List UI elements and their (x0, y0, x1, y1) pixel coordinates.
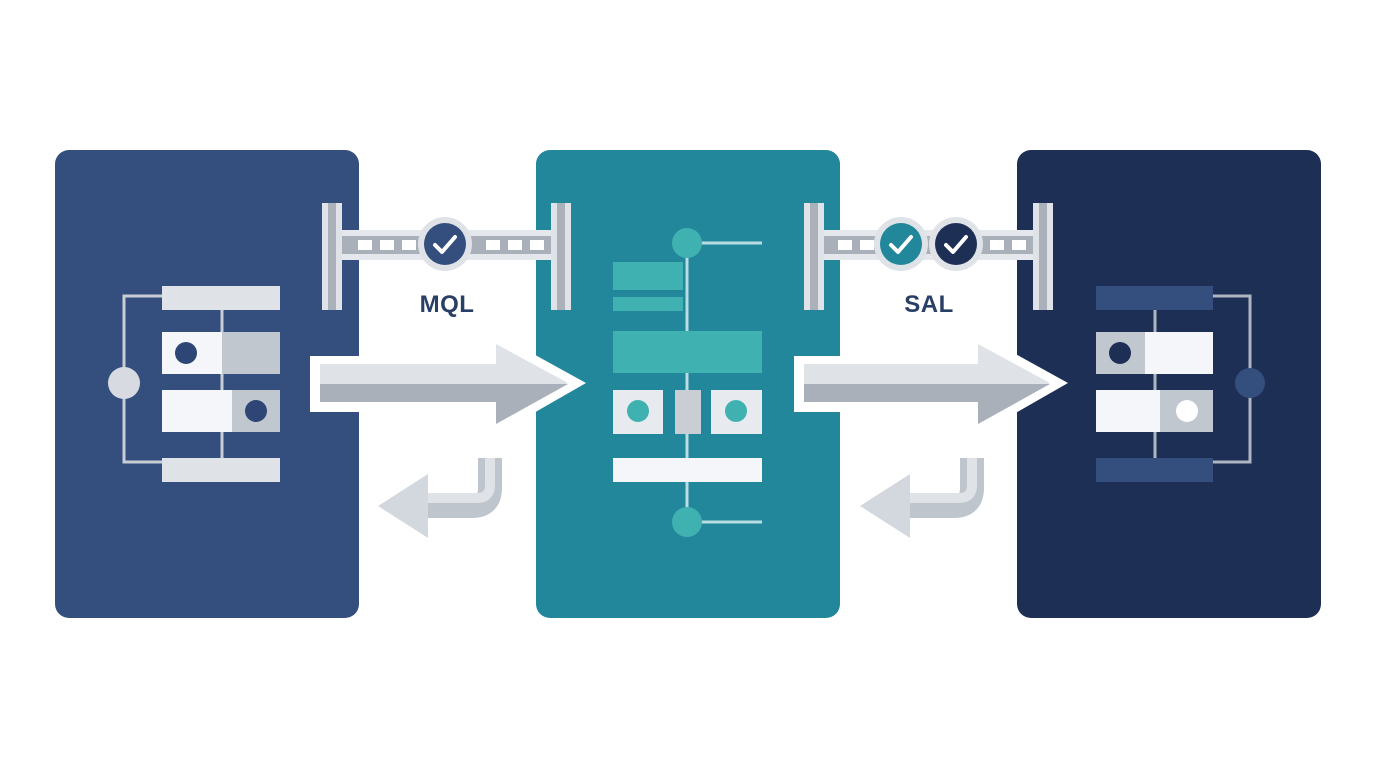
check-icon (929, 217, 983, 271)
forward-arrow-icon (794, 330, 1068, 438)
stage-card-left (55, 150, 359, 618)
check-icon (418, 217, 472, 271)
stage-card-right (1017, 150, 1321, 618)
gate-mql: MQL (322, 203, 571, 318)
gate-label-mql: MQL (420, 291, 475, 318)
stage-2-block-2 (613, 297, 683, 311)
stage-2-block-1 (613, 262, 683, 290)
gate-label-sal: SAL (904, 291, 954, 318)
stage-1-node (108, 367, 140, 399)
forward-arrow-icon (310, 330, 586, 438)
stage-2-block-3 (613, 331, 762, 373)
stage-2-row-middle (675, 390, 701, 434)
return-arrow-icon (860, 458, 989, 538)
stage-card-middle (536, 150, 840, 618)
stage-2-bottom-bar (613, 458, 762, 482)
stage-3-top-bar (1096, 286, 1213, 310)
check-icon (874, 217, 928, 271)
stage-2-top-node (672, 228, 702, 258)
stage-1-top-bar (162, 286, 280, 310)
return-arrow-icon (378, 458, 507, 538)
stage-2-bottom-node (672, 507, 702, 537)
gate-sal: SAL (804, 203, 1053, 318)
stage-3-bottom-bar (1096, 458, 1213, 482)
stage-3-node (1235, 368, 1265, 398)
stage-1-bottom-bar (162, 458, 280, 482)
